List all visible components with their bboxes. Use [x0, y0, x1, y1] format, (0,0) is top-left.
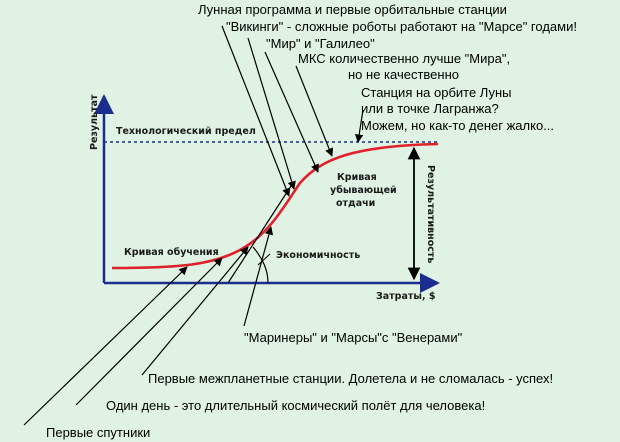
pointer-iss	[295, 65, 334, 157]
annotation-lunar-1: Лунная программа и первые орбитальные ст…	[198, 2, 507, 17]
annotation-iss-1: МКС количественно лучше "Мира",	[298, 51, 510, 66]
angle-arc	[252, 246, 269, 284]
annotation-mariners: "Маринеры" и "Марсы"с "Венерами"	[244, 330, 463, 345]
pointer-one-day	[75, 257, 223, 406]
pointer-lunar	[221, 25, 291, 197]
annotation-iss-2: но не качественно	[348, 67, 459, 82]
y-axis-label: Результат	[89, 94, 100, 150]
pointer-satellites	[23, 266, 188, 426]
annotation-satellites: Первые спутники	[46, 425, 150, 440]
s-curve	[111, 142, 439, 270]
x-axis-label: Затраты, $	[376, 291, 436, 302]
pointer-vikings	[247, 37, 296, 190]
annotation-moon-station-3: Можем, но как-то денег жалко...	[361, 118, 554, 133]
pointer-mariners	[243, 226, 274, 327]
tangent-line	[227, 185, 292, 284]
annotation-moon-station-1: Станция на орбите Луны	[361, 85, 512, 100]
diminishing-label-3: отдачи	[336, 198, 375, 209]
annotation-lunar-2: "Викинги" - сложные роботы работают на "…	[226, 19, 577, 34]
diminishing-label-1: Кривая	[337, 172, 377, 183]
annotation-mir: "Мир" и "Галилео"	[266, 36, 375, 51]
annotation-one-day: Один день - это длительный космический п…	[106, 398, 485, 413]
annotation-moon-station-2: или в точке Лагранжа?	[361, 101, 499, 116]
pointer-interplanetary	[141, 246, 249, 376]
economy-label: Экономичность	[276, 250, 360, 261]
annotation-interplanetary: Первые межпланетные станции. Долетела и …	[148, 371, 553, 386]
pointer-moon-station	[355, 109, 364, 143]
pointer-mir	[264, 51, 319, 173]
tech-limit-label: Технологический предел	[116, 126, 256, 137]
learning-curve-label: Кривая обучения	[124, 247, 219, 258]
effectiveness-label: Результативность	[425, 165, 436, 263]
angle-pointer	[257, 253, 271, 266]
diminishing-label-2: убывающей	[330, 185, 397, 196]
